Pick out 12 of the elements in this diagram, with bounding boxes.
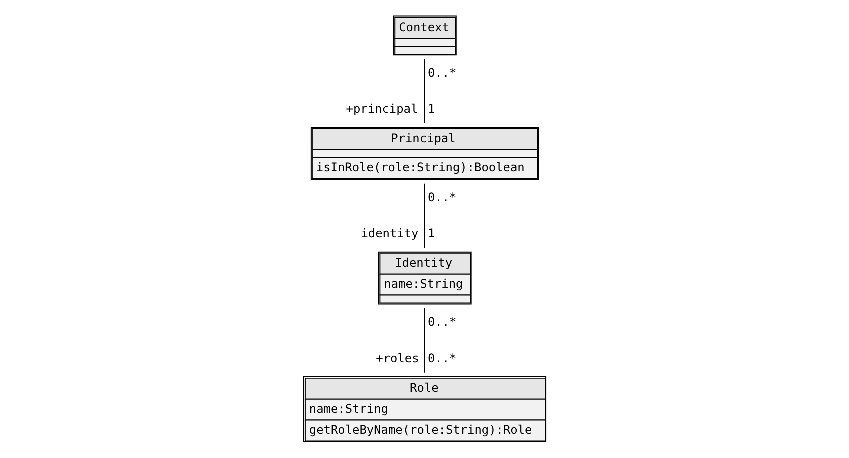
label: +roles <box>376 352 419 366</box>
label: 0..* <box>427 190 456 204</box>
label: 0..* <box>427 314 456 329</box>
label: 1 <box>427 226 435 241</box>
label: 0..* <box>427 66 456 80</box>
label: +principal <box>346 102 418 116</box>
label: identity <box>360 226 418 241</box>
connector <box>424 58 425 124</box>
label: 1 <box>427 102 435 116</box>
connector <box>424 308 425 374</box>
label: 0..* <box>427 352 456 366</box>
connector <box>424 183 425 249</box>
